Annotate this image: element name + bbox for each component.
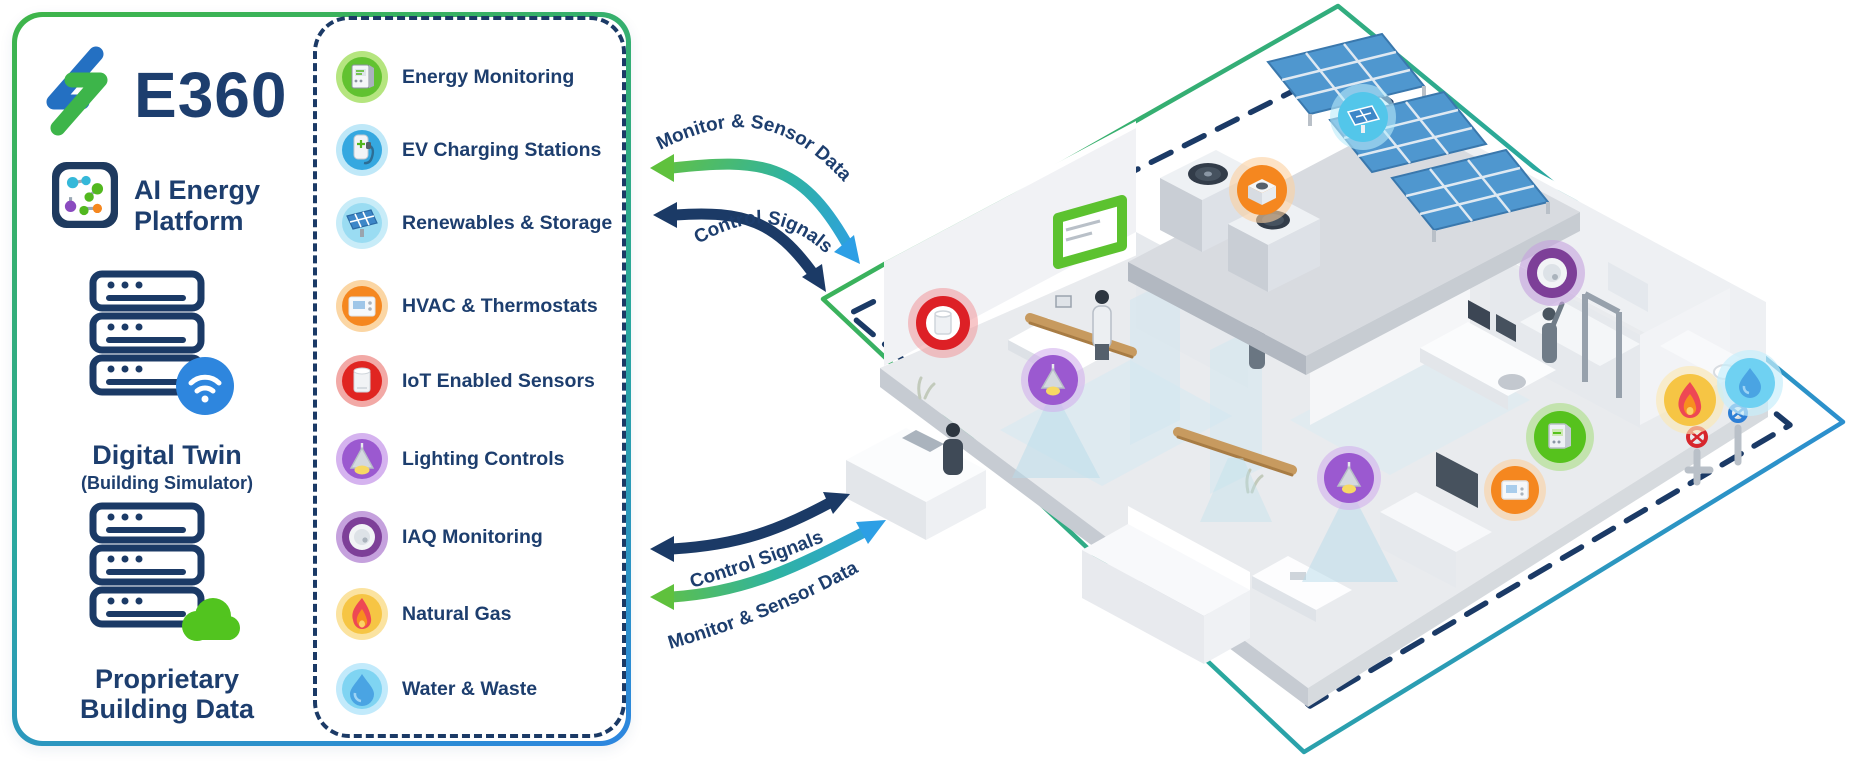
thermostat-icon: [336, 280, 388, 332]
inner-dashed-border: [846, 62, 1793, 709]
e360-platform-panel: E360 AI Energy Platform Digital Twin (Bu…: [12, 12, 631, 746]
proprietary-data-title: Proprietary Building Data: [80, 664, 254, 724]
system-label: Water & Waste: [402, 677, 538, 700]
flow-label-control-bottom: Control Signals: [688, 527, 827, 593]
molecule-network-icon: [52, 162, 118, 228]
system-row-natural-gas: Natural Gas: [335, 587, 511, 641]
coffee-table: [1252, 556, 1352, 622]
system-label: Lighting Controls: [402, 447, 565, 470]
building-floor: [880, 168, 1768, 688]
digital-twin-subtitle: (Building Simulator): [81, 473, 253, 493]
svg-text:Monitor & Sensor Data: Monitor & Sensor Data: [653, 111, 855, 186]
iot-sensor-badge: [908, 288, 978, 358]
solar-array-1: [1266, 32, 1426, 126]
person-walking: [1249, 309, 1265, 369]
system-row-lighting: Lighting Controls: [335, 432, 564, 486]
wood-beams: [1025, 282, 1300, 477]
svg-text:Monitor & Sensor Data: Monitor & Sensor Data: [666, 557, 862, 654]
pendant-light-badge-2: [1317, 446, 1381, 510]
system-label: HVAC & Thermostats: [402, 294, 598, 317]
connected-systems-box: Energy Monitoring EV Charging Stations R…: [313, 16, 626, 738]
system-label: IAQ Monitoring: [402, 525, 543, 548]
svg-text:Control Signals: Control Signals: [688, 527, 827, 593]
server-stack-wifi-icon: [89, 270, 234, 415]
pendant-lamp-icon: [336, 433, 388, 485]
iot-sensor-icon: [336, 355, 388, 407]
natural-gas-badge: [1656, 366, 1724, 434]
smart-display-badge: [1053, 195, 1127, 269]
energy-meter-icon: [336, 51, 388, 103]
smart-thermostat-badge: [1484, 459, 1546, 521]
system-label: IoT Enabled Sensors: [402, 369, 595, 392]
flame-icon: [336, 588, 388, 640]
bathroom-fixtures: [1660, 330, 1740, 380]
sofa: [1082, 506, 1250, 664]
flow-arrow-control-top: [653, 202, 826, 292]
reception-desk: [846, 428, 986, 540]
flow-arrow-control-bottom: [650, 492, 850, 562]
flow-arrow-monitor-bottom: [650, 520, 886, 610]
roof-deck: [1128, 118, 1580, 375]
water-drop-badge: [1717, 350, 1783, 416]
pendant-light-badge-1: [1021, 348, 1085, 412]
building-illustration: [846, 32, 1783, 707]
hvac-unit-2: [1228, 198, 1320, 292]
gas-valves: [1684, 403, 1748, 486]
system-label: Renewables & Storage: [402, 211, 613, 234]
flow-arrow-monitor-top: [650, 154, 860, 264]
system-row-ev-charging: EV Charging Stations: [335, 123, 601, 177]
system-row-renewables: Renewables & Storage: [335, 196, 612, 250]
system-label: Natural Gas: [402, 602, 512, 625]
system-label: Energy Monitoring: [402, 65, 575, 88]
system-row-water-waste: Water & Waste: [335, 662, 537, 716]
system-row-iaq: IAQ Monitoring: [335, 510, 543, 564]
digital-twin-title: Digital Twin: [92, 440, 242, 470]
system-row-energy-monitoring: Energy Monitoring: [335, 50, 574, 104]
system-label: EV Charging Stations: [402, 138, 602, 161]
person-reaching: [1542, 301, 1565, 363]
hvac-rooftop-badge: [1229, 157, 1295, 223]
water-drop-icon: [336, 663, 388, 715]
person-at-desk: [1092, 290, 1112, 360]
system-row-iot-sensors: IoT Enabled Sensors: [335, 354, 595, 408]
back-left-wall: [884, 121, 1136, 366]
solar-array-2: [1328, 90, 1488, 174]
tv-console: [1380, 452, 1492, 588]
flow-label-monitor-bottom: Monitor & Sensor Data: [666, 557, 862, 654]
energy-meter-badge: [1526, 403, 1594, 471]
solar-array-3: [1390, 148, 1550, 242]
ai-platform-label: AI Energy Platform: [134, 175, 261, 236]
ev-charger-icon: [336, 124, 388, 176]
solar-panel-icon: [336, 197, 388, 249]
server-stack-cloud-icon: [89, 502, 240, 641]
flow-label-monitor-top: Monitor & Sensor Data: [653, 111, 855, 186]
office-desk: [1420, 300, 1556, 410]
standing-desk: [1008, 295, 1112, 384]
hvac-unit-1: [1160, 150, 1258, 252]
person-receptionist: [943, 423, 963, 475]
lightning-bolt-icon: [46, 46, 108, 136]
brand-logo-text: E360: [134, 59, 288, 131]
air-quality-sensor-icon: [336, 511, 388, 563]
svg-text:Control Signals: Control Signals: [691, 208, 837, 258]
iaq-sensor-badge: [1519, 240, 1585, 306]
solar-panel-badge: [1330, 84, 1396, 150]
flow-label-control-top: Control Signals: [691, 208, 837, 258]
outer-gradient-border: [820, 3, 1846, 755]
back-right-wall: [1428, 113, 1766, 398]
system-row-hvac: HVAC & Thermostats: [335, 279, 598, 333]
